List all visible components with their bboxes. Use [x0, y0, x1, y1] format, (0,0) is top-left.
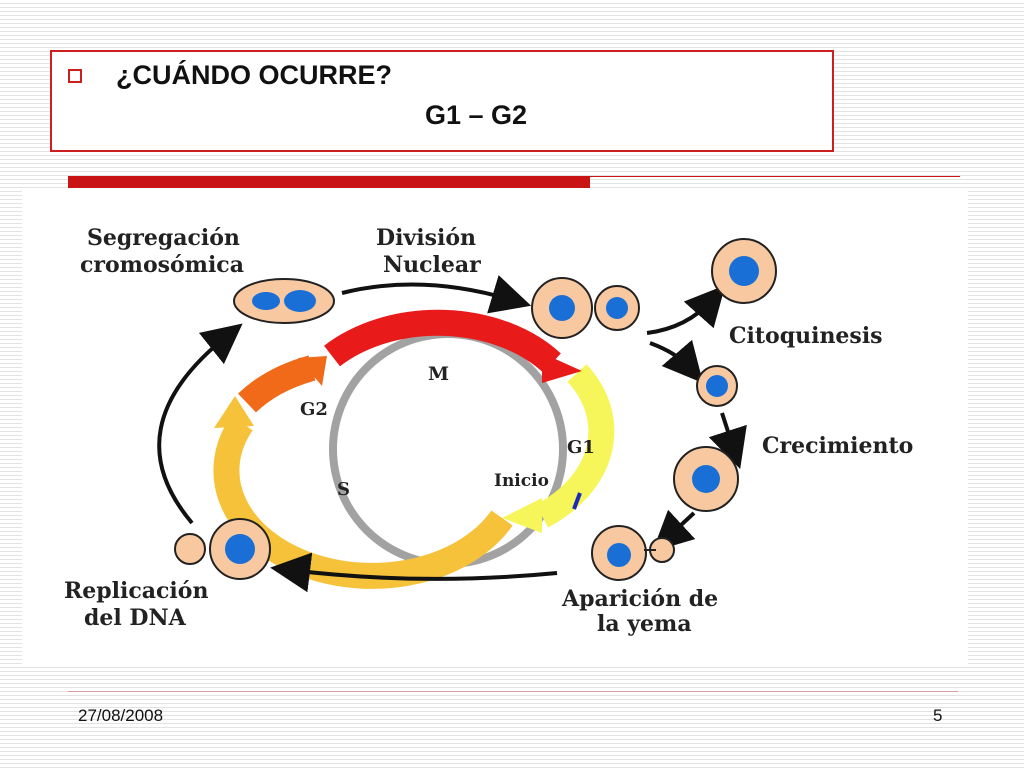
- m-phase-arc: [324, 309, 561, 373]
- g2-arrowhead: [298, 356, 327, 386]
- arrow-small-to-growth: [708, 412, 747, 470]
- label-bud-2: la yema: [597, 611, 692, 637]
- g1-phase-arc: [535, 364, 615, 528]
- slide-title: ¿CUÁNDO OCURRE?: [116, 60, 392, 90]
- g2-phase-arc: [238, 355, 316, 413]
- cell-cycle-svg: M G1 S G2 Inicio: [64, 225, 913, 637]
- phase-label-g2: G2: [300, 399, 328, 420]
- accent-line: [590, 176, 960, 177]
- cell-small: [696, 365, 738, 407]
- title-box: ¿CUÁNDO OCURRE? G1 – G2: [50, 50, 834, 152]
- phase-label-m: M: [428, 363, 449, 385]
- arrow-bud-to-replication: [270, 552, 558, 593]
- label-bud-1: Aparición de: [561, 586, 718, 612]
- footer-date: 27/08/2008: [78, 706, 164, 725]
- label-cytokinesis: Citoquinesis: [729, 323, 883, 349]
- cell-segregation: [233, 278, 335, 324]
- footer-divider: [68, 691, 958, 692]
- s-arrowhead: [214, 396, 254, 428]
- arrow-segregation-to-division: [341, 275, 532, 314]
- label-replication-2: del DNA: [84, 605, 187, 631]
- cell-cycle-diagram: M G1 S G2 Inicio: [22, 188, 968, 664]
- label-growth: Crecimiento: [762, 433, 913, 459]
- cell-growth: [673, 446, 739, 512]
- slide-subtitle: G1 – G2: [425, 100, 528, 130]
- cell-division: [531, 277, 640, 339]
- label-division-2: Nuclear: [383, 252, 481, 278]
- footer-page-number: 5: [933, 706, 943, 725]
- label-segregation-2: cromosómica: [80, 252, 244, 278]
- label-division-1: División: [376, 225, 476, 251]
- label-segregation-1: Segregación: [87, 225, 240, 251]
- m-arrowhead: [542, 353, 582, 383]
- phase-label-g1: G1: [567, 437, 595, 458]
- phase-label-start: Inicio: [494, 471, 549, 491]
- cell-replication: [174, 518, 271, 580]
- label-replication-1: Replicación: [64, 578, 208, 604]
- arrow-division-to-cytokinesis: [646, 285, 726, 335]
- arrow-division-to-small-cell: [649, 339, 704, 384]
- cell-cytokinesis: [711, 238, 777, 304]
- g1-arrowhead: [502, 498, 542, 533]
- cell-bud: [591, 525, 675, 581]
- arrow-growth-to-bud: [652, 509, 696, 552]
- phase-label-s: S: [337, 479, 350, 500]
- accent-bar: [68, 176, 590, 188]
- start-marker: [572, 492, 582, 510]
- square-bullet-icon: [68, 69, 82, 83]
- arrow-replication-to-segregation: [157, 323, 243, 525]
